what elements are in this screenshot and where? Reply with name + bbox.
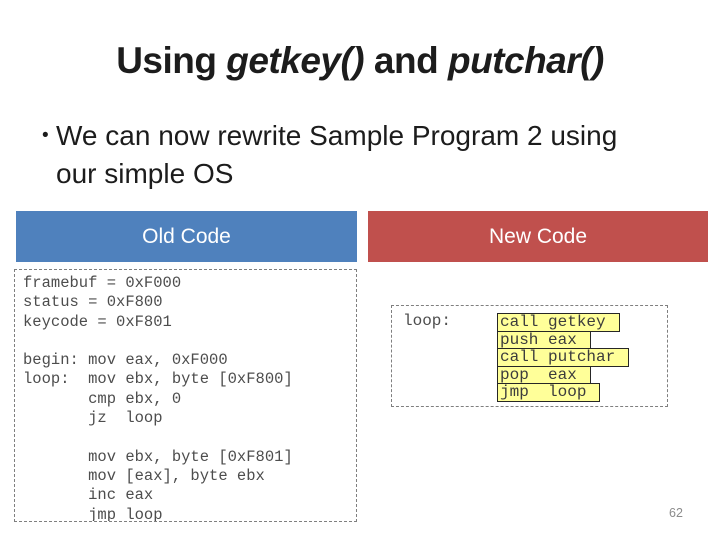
old-code-line: jz loop	[23, 409, 163, 428]
highlighted-instruction: jmp loop	[497, 383, 601, 402]
old-code-line: cmp ebx, 0	[23, 389, 182, 408]
bullet-text-line-1: We can now rewrite Sample Program 2 usin…	[56, 120, 618, 151]
old-code-line: mov ebx, byte [0xF801]	[23, 447, 293, 466]
old-code-line	[23, 332, 356, 351]
title-part-normal-1: Using	[116, 40, 227, 81]
title-part-normal-2: and	[364, 40, 448, 81]
old-code-line: jmp loop	[23, 505, 163, 522]
highlighted-instruction: pop eax	[497, 365, 591, 384]
old-code-box: framebuf = 0xF000 status = 0xF800 keycod…	[14, 269, 357, 522]
highlighted-instruction: call getkey	[497, 313, 620, 332]
bullet-text: We can now rewrite Sample Program 2 usin…	[56, 117, 617, 193]
new-code-box: loop: call getkey push eax call putchar …	[391, 305, 668, 407]
old-code-line: keycode = 0xF801	[23, 312, 172, 331]
slide-title: Using getkey() and putchar()	[0, 40, 720, 82]
title-part-getkey: getkey()	[226, 40, 365, 81]
new-code-header: New Code	[368, 211, 708, 262]
bullet-marker: •	[42, 125, 49, 146]
highlighted-instruction: push eax	[497, 330, 591, 349]
new-code-row: push eax	[403, 330, 667, 349]
bullet-text-line-2: our simple OS	[56, 158, 234, 189]
old-code-line	[23, 428, 356, 447]
old-code-line: loop: mov ebx, byte [0xF800]	[23, 370, 293, 389]
page-number: 62	[669, 506, 683, 520]
old-code-header: Old Code	[16, 211, 357, 262]
bullet-item: • We can now rewrite Sample Program 2 us…	[42, 117, 622, 193]
highlighted-instruction: call putchar	[497, 348, 630, 367]
new-code-row: pop eax	[403, 365, 667, 384]
title-part-putchar: putchar()	[447, 40, 604, 81]
old-code-line: framebuf = 0xF000	[23, 274, 182, 292]
new-code-row: call putchar	[403, 348, 667, 367]
new-code-row: jmp loop	[403, 383, 667, 402]
old-code-line: mov [eax], byte ebx	[23, 466, 265, 485]
new-code-row: loop: call getkey	[403, 313, 667, 332]
old-code-line: inc eax	[23, 486, 154, 505]
old-code-line: begin: mov eax, 0xF000	[23, 351, 228, 370]
old-code-line: status = 0xF800	[23, 293, 163, 312]
loop-label: loop:	[403, 312, 452, 330]
